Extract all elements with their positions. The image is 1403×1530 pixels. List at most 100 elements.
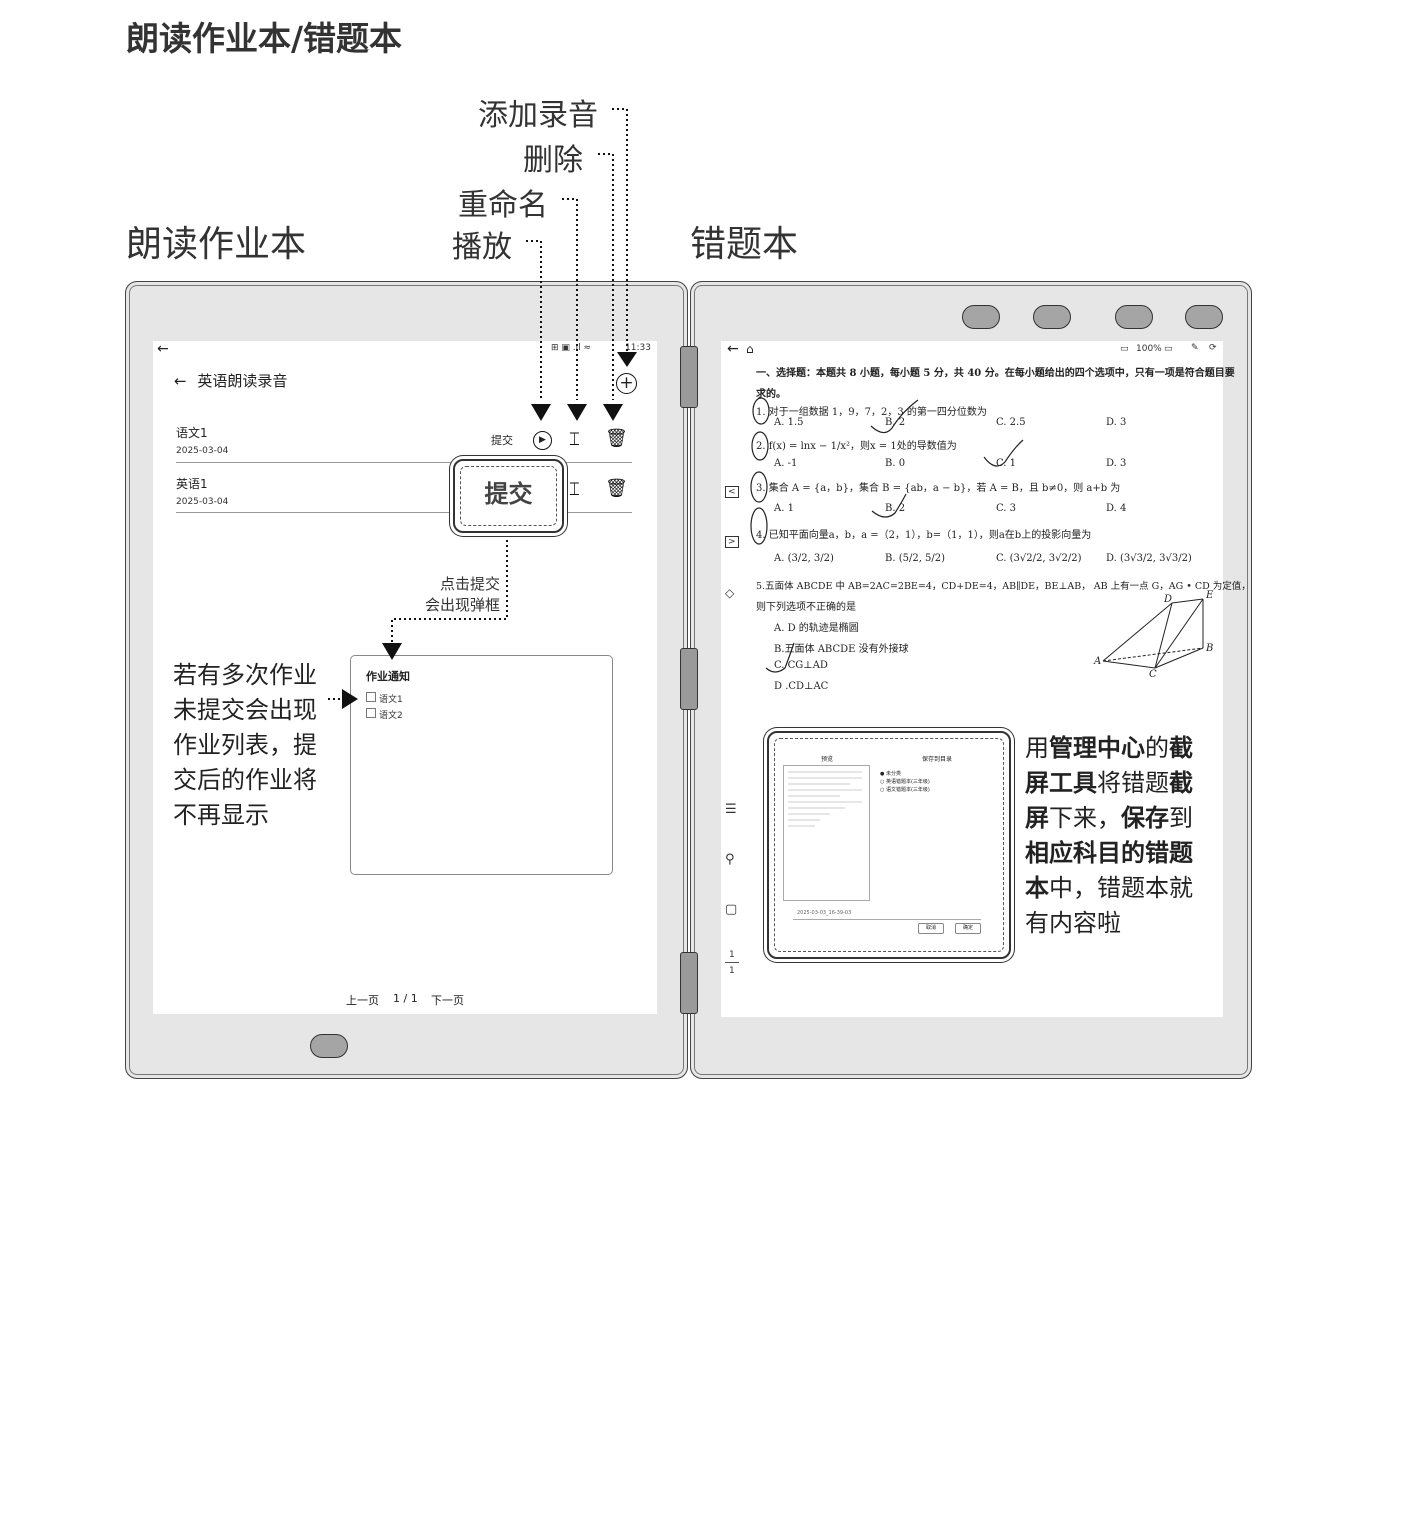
question-5: 5.五面体 ABCDE 中 AB=2AC=2BE=4，CD+DE=4，AB∥DE… [756, 581, 1251, 592]
battery-icon: ▭ [1164, 344, 1173, 354]
check-mark [870, 399, 919, 434]
right-button-3[interactable] [1115, 305, 1153, 329]
rename-icon[interactable]: ⌶ [569, 479, 580, 500]
fig-label-e: E [1206, 590, 1214, 601]
submit-button[interactable]: 提交 [491, 434, 513, 447]
cancel-button[interactable]: 取消 [918, 923, 944, 934]
tool-icon[interactable]: ⚲ [725, 852, 735, 867]
delete-icon[interactable]: 🗑 [605, 478, 628, 499]
checkbox[interactable] [366, 708, 376, 718]
dialog-item-2[interactable]: 语文2 [366, 708, 403, 721]
checkbox[interactable] [366, 692, 376, 702]
question-4: 4. 已知平面向量a，b，a =（2，1），b=（1，1），则a在b上的投影向量… [756, 530, 1092, 541]
desc-bold: 保存 [1121, 804, 1169, 832]
fig-edge [1102, 660, 1156, 669]
check-mark [765, 642, 795, 673]
filename-field[interactable]: 2025-03-03_16-39-03 [797, 910, 852, 916]
list-note: 若有多次作业未提交会出现作业列表，提交后的作业将不再显示 [173, 661, 317, 829]
page-divider [725, 962, 739, 963]
left-home-button[interactable] [310, 1034, 348, 1058]
save-dir-label: 保存到目录 [922, 756, 953, 763]
rename-callout-connector [562, 198, 578, 400]
q2-opt-b: B. 0 [885, 458, 906, 469]
desc-text: 用 [1025, 734, 1049, 762]
fig-edge [1154, 598, 1204, 669]
prev-page-button[interactable]: 上一页 [346, 994, 379, 1007]
ok-button[interactable]: 确定 [955, 923, 981, 934]
filename-underline [793, 919, 981, 920]
next-icon[interactable]: > [725, 536, 739, 548]
mistake-book-label: 错题本 [690, 224, 799, 265]
status-bar-icons: ⊞ ▣ .ıl ≈ [551, 343, 592, 353]
desc-text: 下来， [1049, 804, 1121, 832]
q3-opt-b: B. 2 [885, 503, 906, 514]
desc-text: 的 [1145, 734, 1169, 762]
add-recording-callout: 添加录音 [478, 98, 598, 133]
q5-opt-d: D .CD⊥AC [774, 681, 829, 692]
page-indicator: 1 / 1 [393, 992, 418, 1005]
play-callout: 播放 [452, 230, 512, 265]
delete-icon[interactable]: 🗑 [605, 428, 628, 449]
refresh-icon[interactable]: ⟳ [1209, 343, 1217, 353]
add-recording-icon[interactable]: + [616, 373, 637, 394]
row-divider [176, 512, 632, 513]
bookmark-icon[interactable]: ⌂ [746, 342, 754, 356]
circle-mark [751, 431, 769, 461]
item-1-name: 语文1 [176, 426, 208, 440]
list-icon[interactable]: ☰ [725, 802, 737, 817]
status-time: 11:33 [625, 343, 651, 353]
circle-mark [752, 397, 770, 425]
edit-icon[interactable]: ✎ [1191, 343, 1199, 353]
play-callout-connector [526, 240, 542, 400]
dir-option-3[interactable]: ○ 语文错题本(三年级) [880, 787, 930, 793]
right-button-1[interactable] [962, 305, 1000, 329]
item-2-name: 英语1 [176, 477, 208, 491]
eraser-icon[interactable]: ◇ [725, 586, 735, 600]
back-arrow-icon[interactable]: ← [727, 341, 739, 357]
fig-edge [1154, 602, 1173, 669]
fig-label-a: A [1094, 656, 1102, 667]
next-page-button[interactable]: 下一页 [431, 994, 464, 1007]
header-back-button[interactable]: ← 英语朗读录音 [174, 370, 287, 391]
q5-opt-a: A. D 的轨迹是椭圆 [774, 623, 859, 634]
delete-callout-connector [598, 153, 614, 400]
q5-opt-b: B.五面体 ABCDE 没有外接球 [774, 644, 909, 655]
question-3: 3. 集合 A = {a，b}，集合 B = {ab，a − b}，若 A = … [756, 483, 1121, 494]
question-2: 2. f(x) = lnx − 1/x²，则x = 1处的导数值为 [756, 441, 957, 452]
desc-text: 中，错题本就有内容啦 [1025, 874, 1193, 937]
delete-callout: 删除 [523, 143, 583, 178]
page-total: 1 [729, 966, 735, 976]
arrow-rename [567, 404, 587, 421]
dialog-item-1[interactable]: 语文1 [366, 692, 403, 705]
row-divider [176, 462, 632, 463]
q4-opt-d: D. (3√3/2, 3√3/2) [1106, 553, 1192, 564]
item-2-date: 2025-03-04 [176, 497, 229, 507]
prev-icon[interactable]: < [725, 486, 739, 498]
rename-icon[interactable]: ⌶ [569, 429, 580, 450]
dialog-title: 作业通知 [366, 670, 410, 683]
desc-bold: 截屏 [1025, 769, 1193, 832]
reading-book-label: 朗读作业本 [126, 224, 307, 265]
play-icon[interactable]: ▶ [533, 431, 552, 450]
back-arrow-icon: ← [174, 372, 187, 390]
right-button-4[interactable] [1185, 305, 1223, 329]
q1-opt-a: A. 1.5 [774, 417, 804, 428]
dir-option-1[interactable]: ● 未分类 [880, 771, 901, 777]
dir-option-2[interactable]: ○ 英语错题本(三年级) [880, 779, 930, 785]
q4-opt-c: C. (3√2/2, 3√2/2) [996, 553, 1082, 564]
back-arrow-icon[interactable]: ← [157, 341, 169, 357]
check-mark [983, 439, 1024, 467]
question-5b: 则下列选项不正确的是 [756, 602, 856, 613]
dialog-item-label: 语文1 [379, 695, 403, 705]
q1-opt-c: C. 2.5 [996, 417, 1026, 428]
fullscreen-icon[interactable]: ▢ [725, 902, 738, 917]
q3-opt-c: C. 3 [996, 503, 1017, 514]
q2-opt-d: D. 3 [1106, 458, 1127, 469]
right-button-2[interactable] [1033, 305, 1071, 329]
save-dialog-inner [774, 738, 1004, 952]
q4-opt-b: B. (5/2, 5/2) [885, 553, 946, 564]
circle-mark [750, 507, 768, 545]
hinge-top [680, 346, 698, 408]
fig-label-b: B [1206, 643, 1214, 654]
